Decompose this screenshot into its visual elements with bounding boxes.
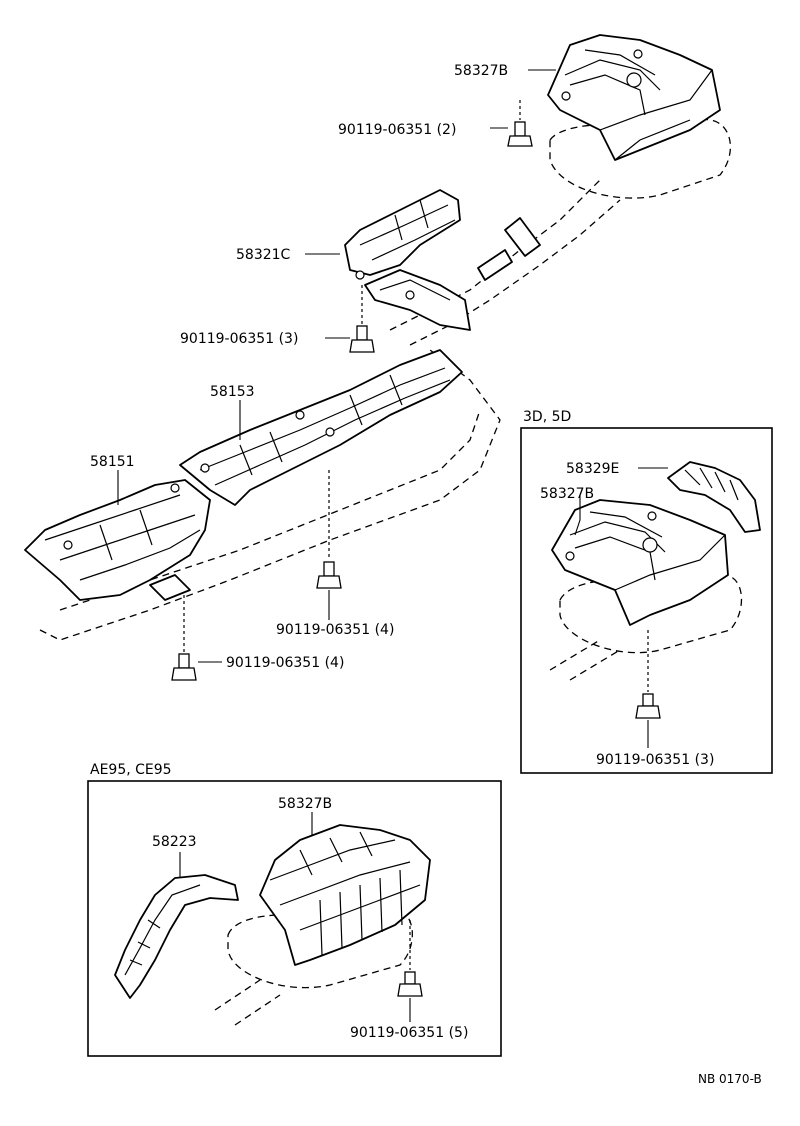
label-58153: 58153 xyxy=(210,384,255,400)
bolt-icon-4a xyxy=(316,561,342,589)
label-58327b-bottom: 58327B xyxy=(278,796,332,812)
heat-insulator-58327b-right[interactable] xyxy=(551,499,729,626)
bolt-icon-5 xyxy=(397,971,423,997)
heat-insulator-58321c[interactable] xyxy=(344,189,471,331)
heat-insulator-58327b-top[interactable] xyxy=(547,34,721,161)
label-58329e: 58329E xyxy=(566,461,619,477)
label-58327b-top: 58327B xyxy=(454,63,508,79)
label-bolt-3a: 90119-06351 (3) xyxy=(180,331,298,347)
label-58321c: 58321C xyxy=(236,247,291,263)
label-58327b-right: 58327B xyxy=(540,486,594,502)
inset-ae95-ce95: AE95, CE95 58327B 58223 90119-06351 (5) xyxy=(87,762,502,1057)
heat-insulator-58151[interactable] xyxy=(24,479,211,601)
bolt-icon-4b xyxy=(171,653,197,681)
inset-bottom-title: AE95, CE95 xyxy=(90,762,172,778)
bolt-icon-3b xyxy=(635,693,661,719)
label-bolt-4b: 90119-06351 (4) xyxy=(226,655,344,671)
bolt-icon-2 xyxy=(507,121,533,147)
heat-insulator-58223[interactable] xyxy=(114,874,239,999)
label-bolt-5: 90119-06351 (5) xyxy=(350,1025,468,1041)
inset-right-title: 3D, 5D xyxy=(523,409,571,425)
label-bolt-3b: 90119-06351 (3) xyxy=(596,752,714,768)
label-bolt-4a: 90119-06351 (4) xyxy=(276,622,394,638)
label-58223: 58223 xyxy=(152,834,197,850)
figure-code: NB 0170-B xyxy=(698,1072,762,1086)
heat-insulator-58327b-bottom[interactable] xyxy=(259,824,431,966)
bolt-icon-3a xyxy=(349,325,375,353)
label-bolt-2: 90119-06351 (2) xyxy=(338,122,456,138)
heat-insulator-58153[interactable] xyxy=(179,349,463,506)
heat-insulator-58329e[interactable] xyxy=(667,461,761,533)
inset-3d-5d: 3D, 5D 58329E 58327B 90119-06351 (3) xyxy=(520,409,773,774)
label-58151: 58151 xyxy=(90,454,135,470)
